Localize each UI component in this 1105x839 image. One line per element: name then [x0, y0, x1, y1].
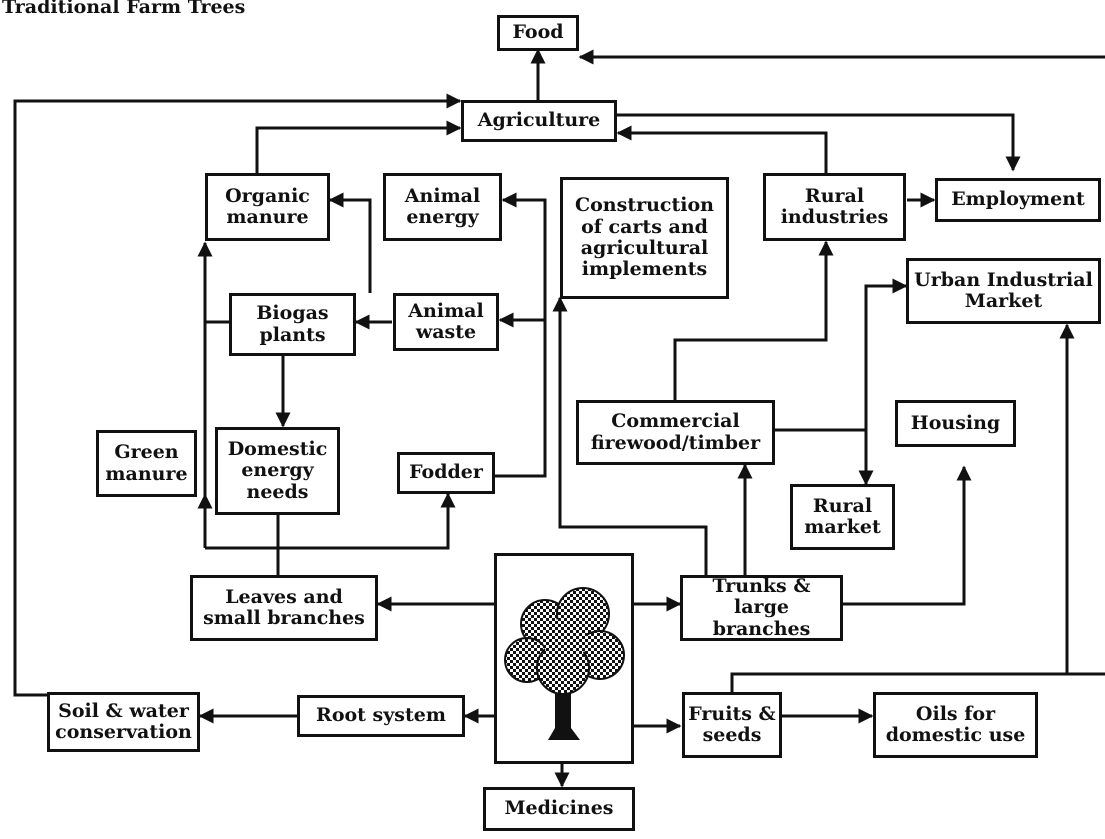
node-employment: Employment [935, 178, 1101, 222]
node-fruits-seeds: Fruits & seeds [682, 692, 782, 758]
node-urban-market: Urban Industrial Market [906, 258, 1101, 324]
node-root-system: Root system [297, 695, 465, 737]
edge-fruits-urban [730, 323, 1075, 692]
node-oils: Oils for domestic use [873, 692, 1038, 758]
node-agriculture: Agriculture [461, 100, 617, 142]
node-commercial-firewood: Commercial firewood/timber [576, 400, 775, 465]
edge-biogas-organic [328, 192, 372, 293]
edge-industries-agriculture [616, 125, 828, 173]
node-green-manure: Green manure [96, 430, 197, 497]
node-housing: Housing [895, 400, 1016, 447]
tree-icon [504, 587, 625, 740]
edge-firewood-industries [673, 240, 834, 400]
node-food: Food [497, 15, 579, 51]
edge-agriculture-employment [617, 113, 1021, 172]
node-rural-industries: Rural industries [763, 173, 906, 241]
edge-organic-agriculture [255, 120, 462, 173]
node-animal-energy: Animal energy [383, 173, 502, 241]
node-trunks: Trunks & large branches [680, 575, 843, 641]
node-biogas: Biogas plants [229, 293, 356, 356]
node-animal-waste: Animal waste [393, 293, 499, 351]
edge-soil-agriculture [13, 93, 462, 697]
edge-leaves-bottom [205, 492, 456, 550]
node-medicines: Medicines [483, 787, 635, 831]
node-domestic-energy: Domestic energy needs [215, 427, 340, 515]
edge-firewood-urban [775, 278, 908, 432]
node-organic-manure: Organic manure [205, 173, 330, 241]
edge-fodder-animals [495, 192, 547, 478]
edge-trunks-housing [843, 465, 972, 606]
node-fodder: Fodder [397, 452, 495, 494]
node-construction: Construction of carts and agricultural i… [560, 177, 729, 299]
node-rural-market: Rural market [790, 484, 895, 550]
node-soil-water: Soil & water conservation [47, 692, 200, 752]
edge-trunks-construction [552, 296, 708, 575]
node-leaves: Leaves and small branches [190, 575, 378, 641]
diagram-title: Traditional Farm Trees [2, 0, 246, 18]
